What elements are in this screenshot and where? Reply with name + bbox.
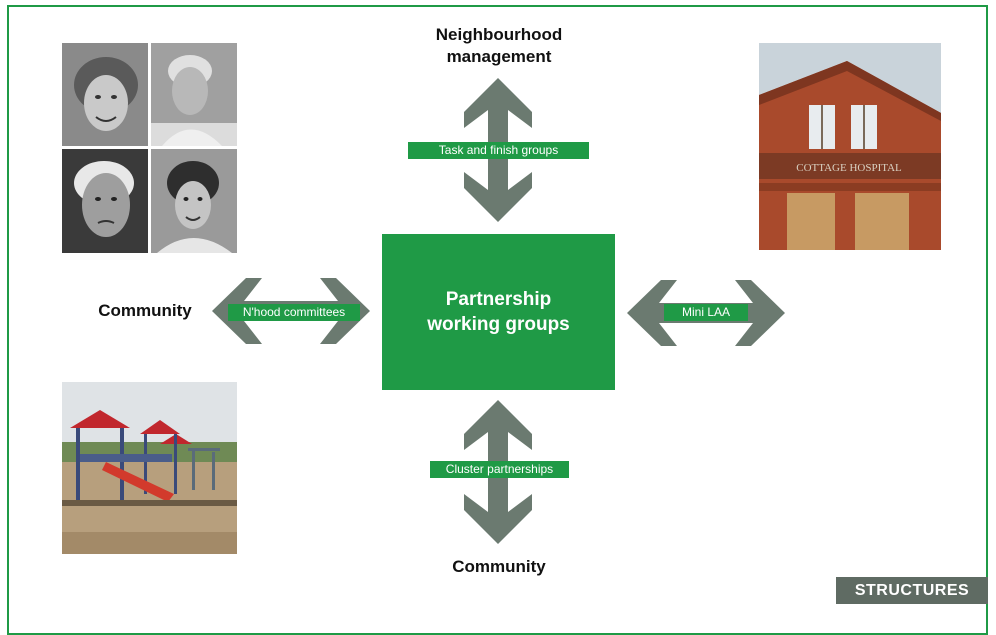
playground-photo: [62, 382, 237, 554]
svg-text:COTTAGE HOSPITAL: COTTAGE HOSPITAL: [796, 162, 902, 174]
center-line-1: Partnership: [445, 289, 552, 310]
faces-photo-grid: [62, 43, 237, 253]
structures-badge: STRUCTURES: [836, 577, 988, 604]
label-line-1: Neighbourhood: [435, 25, 563, 44]
partnership-working-groups-box: Partnership working groups: [382, 234, 615, 390]
tag-mini-laa: Mini LAA: [664, 304, 748, 321]
cottage-hospital-photo: COTTAGE HOSPITAL: [759, 43, 941, 250]
label-line-2: management: [446, 47, 552, 66]
tag-nhood-committees: N'hood committees: [228, 304, 360, 321]
label-neighbourhood-management: Neighbourhood management: [404, 24, 594, 68]
label-community-left: Community: [98, 301, 192, 320]
label-community-bottom: Community: [452, 557, 546, 576]
tag-cluster-partnerships: Cluster partnerships: [430, 461, 569, 478]
tag-task-and-finish-groups: Task and finish groups: [408, 142, 589, 159]
center-line-2: working groups: [427, 314, 570, 335]
